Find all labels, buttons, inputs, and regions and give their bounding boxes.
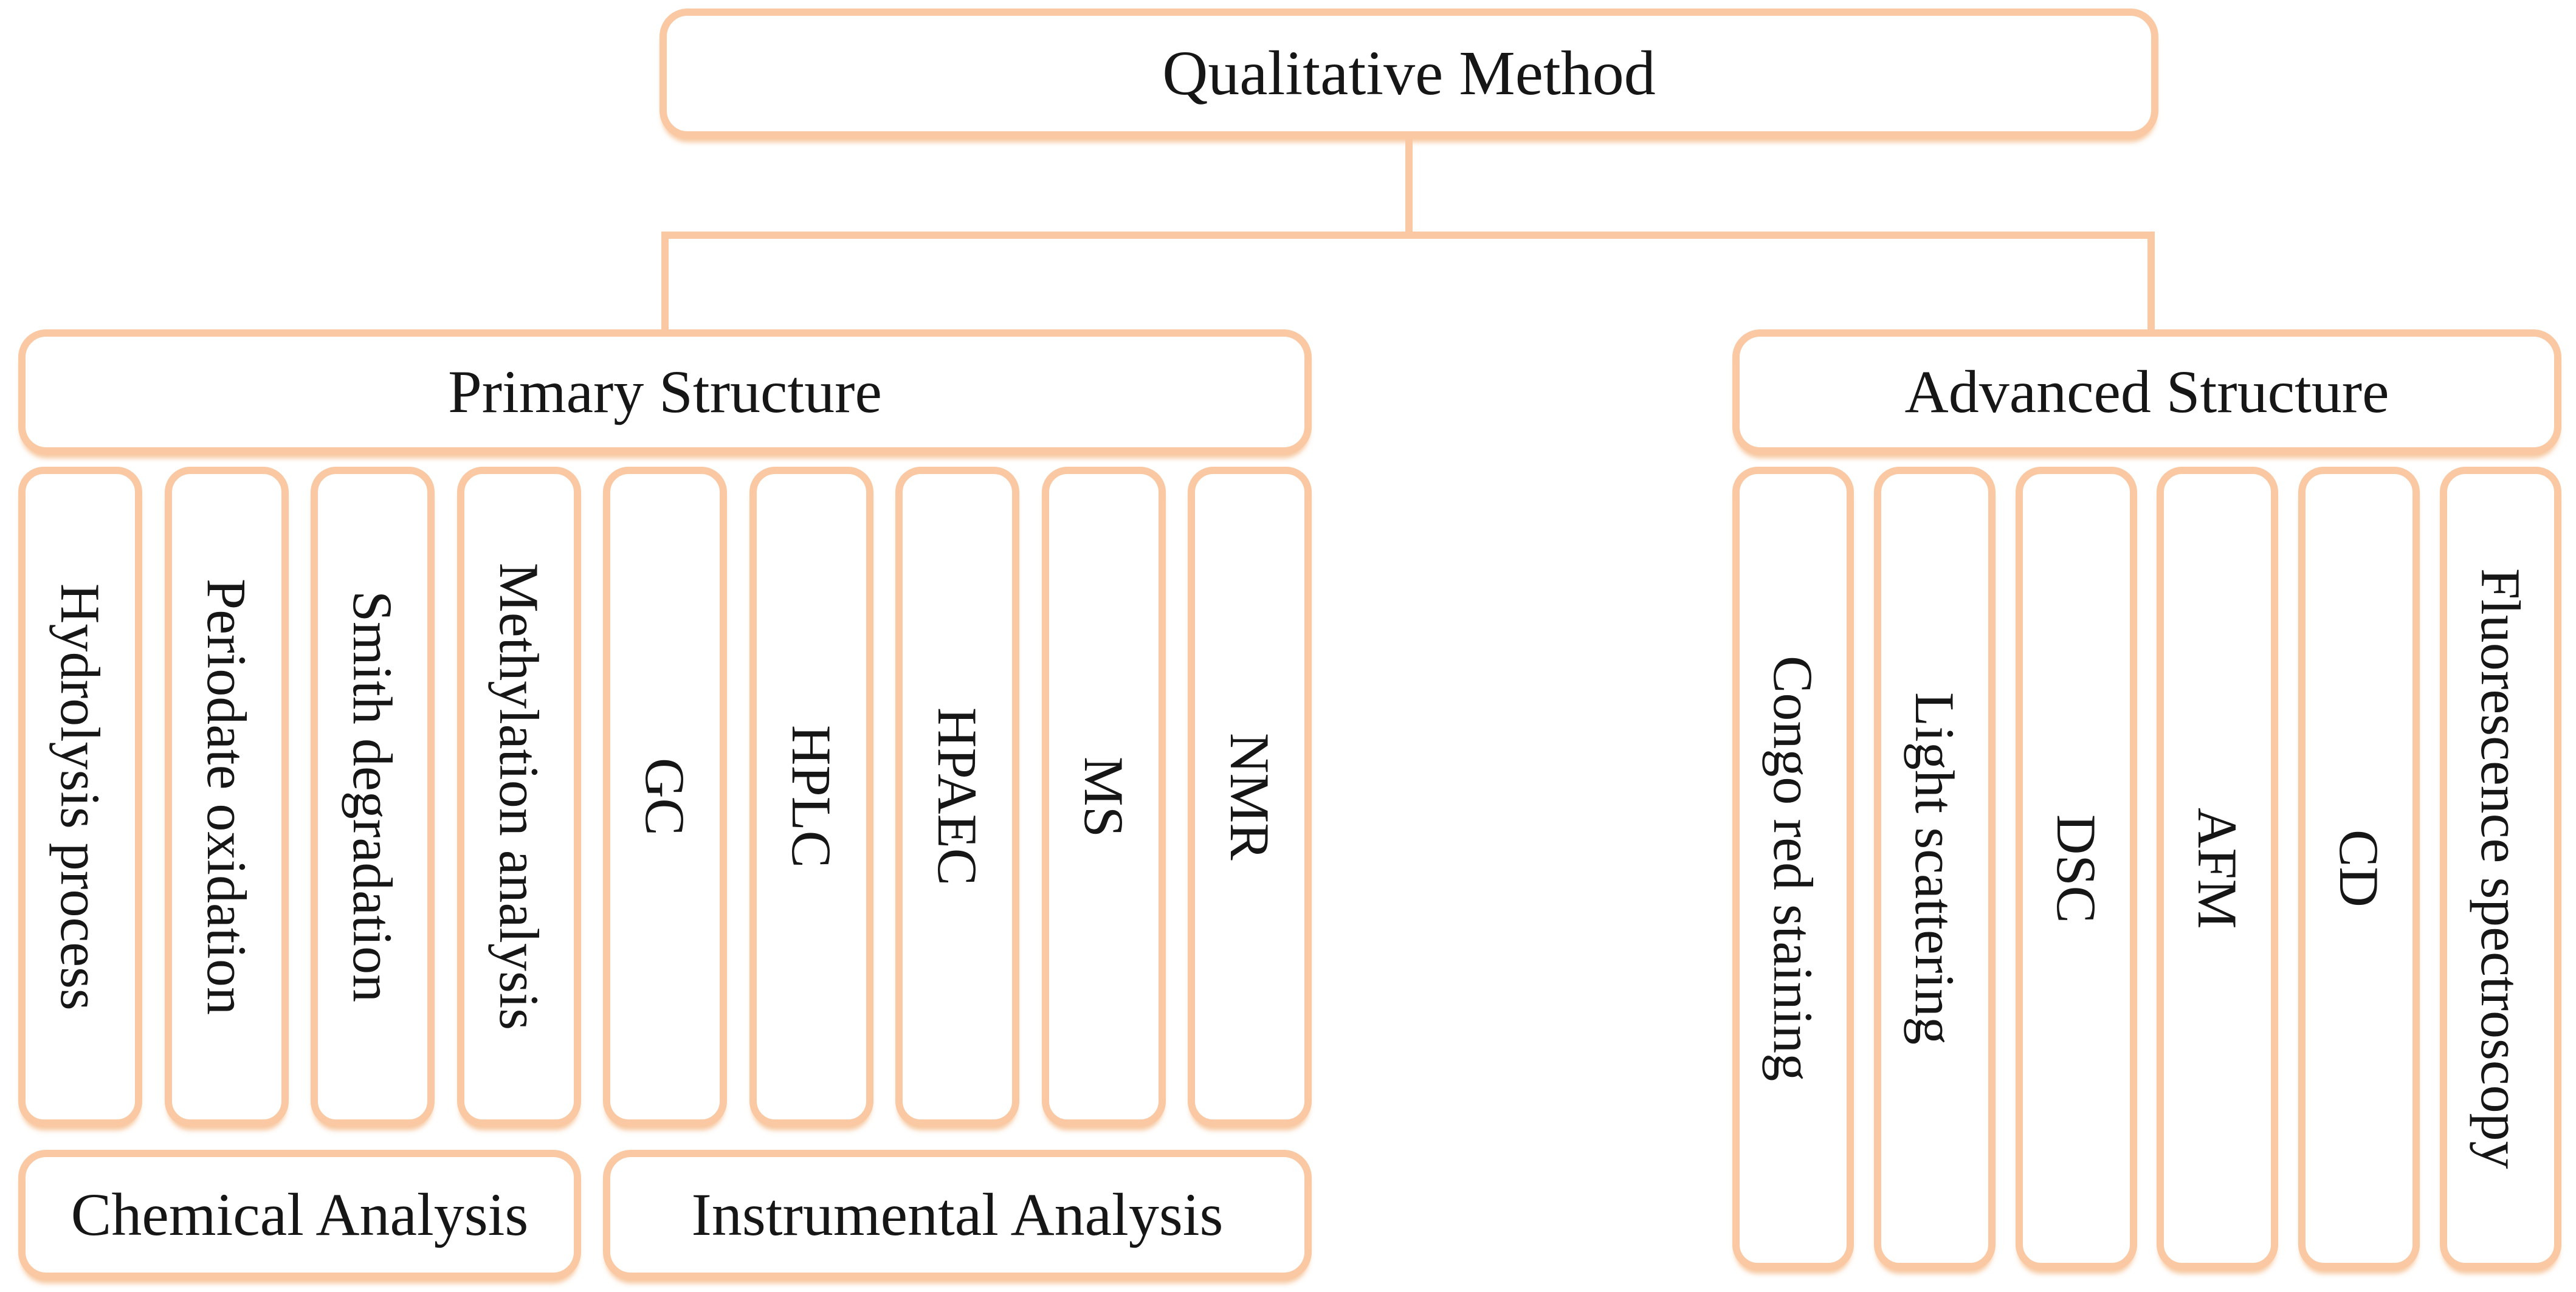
- node-label: Chemical Analysis: [71, 1181, 529, 1248]
- connector-drop-right: [2147, 232, 2155, 331]
- node-label: Instrumental Analysis: [691, 1181, 1224, 1248]
- node-label: Periodate oxidation: [196, 579, 258, 1015]
- node-label: HPLC: [780, 725, 842, 868]
- node-label: Hydrolysis process: [49, 583, 111, 1011]
- node-smith-degradation: Smith degradation: [311, 467, 435, 1127]
- node-label: Advanced Structure: [1904, 358, 2389, 425]
- node-label: DSC: [2045, 814, 2107, 923]
- node-label: Light scattering: [1904, 692, 1966, 1045]
- node-label: HPAEC: [926, 707, 988, 886]
- node-primary-structure: Primary Structure: [18, 329, 1312, 455]
- node-afm: AFM: [2157, 467, 2278, 1270]
- node-gc: GC: [603, 467, 727, 1127]
- node-label: Qualitative Method: [1162, 38, 1656, 108]
- node-hydrolysis-process: Hydrolysis process: [18, 467, 142, 1127]
- node-instrumental-analysis: Instrumental Analysis: [603, 1150, 1312, 1280]
- node-nmr: NMR: [1188, 467, 1312, 1127]
- connector-crossbar: [661, 232, 2155, 239]
- node-label: Congo red staining: [1762, 655, 1824, 1082]
- node-dsc: DSC: [2016, 467, 2137, 1270]
- node-label: Methylation analysis: [488, 563, 550, 1031]
- node-advanced-structure: Advanced Structure: [1732, 329, 2561, 455]
- node-periodate-oxidation: Periodate oxidation: [165, 467, 289, 1127]
- node-hpaec: HPAEC: [895, 467, 1019, 1127]
- node-qualitative-method: Qualitative Method: [659, 9, 2158, 139]
- node-cd: CD: [2298, 467, 2420, 1270]
- node-label: Fluorescence spectroscopy: [2470, 568, 2532, 1169]
- node-label: NMR: [1219, 733, 1281, 861]
- node-label: Smith degradation: [342, 591, 404, 1003]
- connector-drop-left: [661, 232, 669, 331]
- node-ms: MS: [1042, 467, 1166, 1127]
- node-hplc: HPLC: [749, 467, 873, 1127]
- node-congo-red-staining: Congo red staining: [1732, 467, 1854, 1270]
- node-methylation-analysis: Methylation analysis: [457, 467, 581, 1127]
- node-label: CD: [2328, 830, 2390, 907]
- node-label: GC: [634, 758, 696, 836]
- connector-trunk: [1405, 137, 1413, 235]
- node-label: AFM: [2186, 808, 2248, 929]
- node-light-scattering: Light scattering: [1874, 467, 1996, 1270]
- node-label: MS: [1073, 756, 1135, 837]
- node-fluorescence-spectroscopy: Fluorescence spectroscopy: [2440, 467, 2561, 1270]
- node-chemical-analysis: Chemical Analysis: [18, 1150, 581, 1280]
- node-label: Primary Structure: [448, 358, 882, 425]
